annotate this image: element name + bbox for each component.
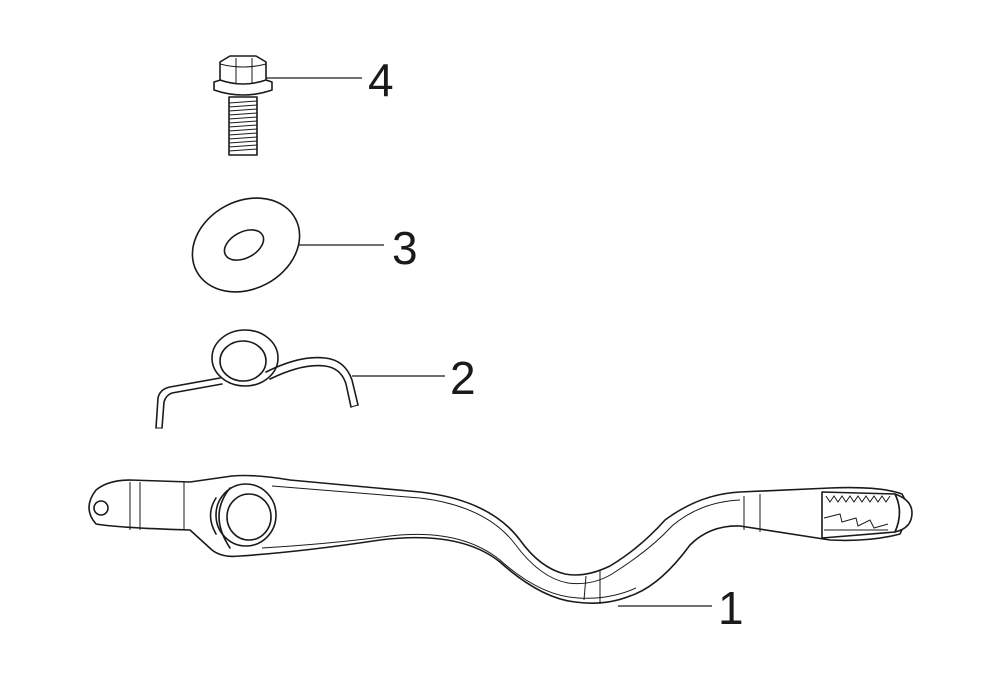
pedal-part xyxy=(88,474,913,604)
callout-number-3: 3 xyxy=(392,222,418,274)
washer-part xyxy=(191,197,301,293)
callout-labels: 4 3 2 1 xyxy=(368,54,744,634)
leader-lines xyxy=(266,77,712,607)
callout-number-4: 4 xyxy=(368,54,394,106)
spring-part xyxy=(155,329,359,429)
callout-number-1: 1 xyxy=(718,582,744,634)
callout-number-2: 2 xyxy=(450,352,476,404)
bolt-part xyxy=(213,55,273,156)
